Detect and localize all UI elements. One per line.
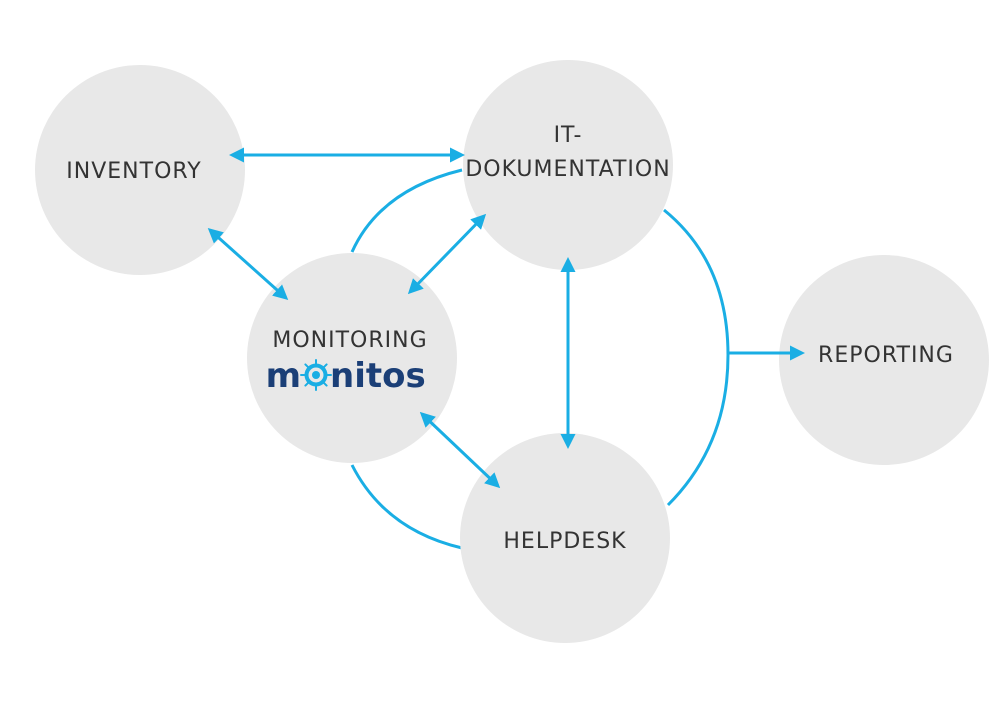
arc-itdoc-helpdesk-reporting [663, 208, 730, 507]
node-it-dokumentation-label-line2: DOKUMENTATION [465, 157, 670, 182]
node-reporting: REPORTING [779, 255, 989, 465]
node-inventory-label: INVENTORY [66, 159, 201, 184]
node-it-dokumentation: IT- DOKUMENTATION [463, 60, 673, 270]
node-monitoring: MONITORING m nitos [247, 253, 457, 463]
arc-monitoring-itdoc [350, 168, 463, 253]
monitos-logo-rest: nitos [330, 356, 426, 396]
monitos-logo: m nitos [266, 356, 426, 396]
node-it-dokumentation-circle [463, 60, 673, 270]
monitos-logo-m: m [266, 356, 301, 396]
node-inventory: INVENTORY [35, 65, 245, 275]
node-inventory-circle [35, 65, 245, 275]
node-reporting-label: REPORTING [818, 343, 954, 368]
node-reporting-circle [779, 255, 989, 465]
node-helpdesk: HELPDESK [460, 433, 670, 643]
node-helpdesk-circle [460, 433, 670, 643]
arrow-monitoring-itdoc [407, 213, 487, 295]
ship-wheel-icon [300, 359, 332, 391]
node-monitoring-label: MONITORING [272, 328, 427, 353]
arrow-inventory-monitoring [207, 227, 289, 301]
node-helpdesk-label: HELPDESK [503, 529, 626, 554]
node-it-dokumentation-label-line1: IT- [554, 123, 583, 148]
arc-monitoring-helpdesk [350, 464, 463, 550]
node-monitoring-circle [247, 253, 457, 463]
arrow-monitoring-helpdesk [419, 411, 501, 489]
